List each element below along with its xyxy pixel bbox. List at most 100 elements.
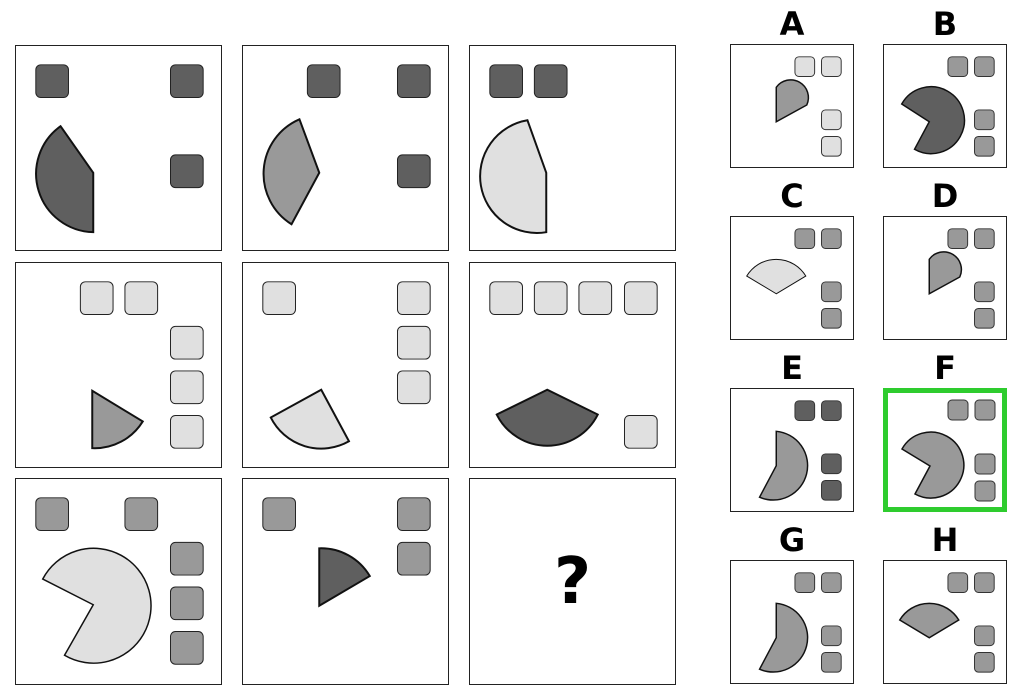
- option-figure: [775, 56, 842, 157]
- square-shape: [974, 109, 995, 131]
- option-a[interactable]: [730, 44, 854, 168]
- sector-shape: [91, 388, 145, 450]
- square-shape: [974, 136, 995, 157]
- square-shape: [974, 281, 995, 303]
- cell-figure: [479, 64, 568, 234]
- square-shape: [947, 399, 969, 421]
- option-figure: [900, 56, 995, 157]
- sector-shape: [262, 117, 321, 226]
- square-shape: [306, 64, 341, 98]
- square-shape: [974, 652, 995, 673]
- sector-shape: [775, 79, 810, 123]
- cell-figure: [262, 64, 431, 226]
- square-shape: [821, 400, 842, 421]
- square-shape: [169, 325, 204, 360]
- pacman-shape: [41, 547, 152, 664]
- square-shape: [947, 572, 969, 593]
- square-shape: [821, 572, 842, 593]
- option-figure: [928, 228, 995, 329]
- square-shape: [533, 64, 568, 98]
- matrix-cell-r1c3: [469, 45, 676, 251]
- square-shape: [35, 64, 69, 98]
- matrix-cell-r2c2: [242, 262, 449, 468]
- square-shape: [169, 415, 204, 449]
- square-shape: [489, 64, 523, 98]
- square-shape: [169, 154, 204, 189]
- pacman-shape: [900, 86, 966, 155]
- square-shape: [169, 541, 204, 576]
- option-figure: [758, 400, 842, 501]
- square-shape: [821, 136, 842, 157]
- pacman-shape: [900, 431, 965, 499]
- square-shape: [169, 370, 204, 405]
- sector-shape: [758, 602, 809, 673]
- square-shape: [821, 652, 842, 673]
- sector-shape: [35, 124, 95, 234]
- option-f[interactable]: [883, 388, 1007, 512]
- option-h[interactable]: [883, 560, 1007, 684]
- square-shape: [623, 415, 658, 449]
- square-shape: [821, 308, 842, 329]
- square-shape: [947, 228, 969, 249]
- option-e[interactable]: [730, 388, 854, 512]
- square-shape: [947, 56, 969, 77]
- option-g[interactable]: [730, 560, 854, 684]
- option-c[interactable]: [730, 216, 854, 340]
- cell-figure: [489, 281, 658, 449]
- matrix-cell-r3c3-missing: ?: [469, 478, 676, 685]
- square-shape: [396, 497, 431, 531]
- square-shape: [396, 281, 431, 315]
- square-shape: [821, 228, 842, 249]
- square-shape: [794, 572, 816, 593]
- square-shape: [396, 325, 431, 360]
- cell-figure: [262, 281, 431, 450]
- square-shape: [396, 64, 431, 98]
- square-shape: [35, 497, 69, 531]
- matrix-cell-r2c3: [469, 262, 676, 468]
- cell-figure: [262, 497, 431, 608]
- square-shape: [974, 572, 995, 593]
- sector-shape: [269, 388, 351, 450]
- option-figure: [898, 572, 995, 673]
- square-shape: [124, 281, 159, 315]
- sector-shape: [746, 258, 807, 295]
- square-shape: [578, 281, 613, 315]
- square-shape: [262, 281, 296, 315]
- sector-shape: [495, 388, 600, 447]
- square-shape: [396, 370, 431, 405]
- square-shape: [396, 154, 431, 189]
- square-shape: [974, 308, 995, 329]
- square-shape: [794, 56, 816, 77]
- option-label-d: D: [931, 177, 959, 215]
- sector-shape: [758, 430, 809, 501]
- square-shape: [821, 625, 842, 647]
- square-shape: [821, 480, 842, 501]
- cell-figure: [79, 281, 204, 450]
- square-shape: [794, 228, 816, 249]
- option-b[interactable]: [883, 44, 1007, 168]
- option-label-g: G: [778, 521, 806, 559]
- matrix-cell-r1c2: [242, 45, 449, 251]
- cell-figure: [35, 497, 204, 665]
- sector-shape: [898, 602, 960, 639]
- square-shape: [821, 109, 842, 131]
- cell-figure: [35, 64, 204, 234]
- square-shape: [974, 399, 996, 421]
- square-shape: [794, 400, 816, 421]
- option-label-e: E: [781, 349, 803, 387]
- sector-shape: [928, 251, 963, 295]
- square-shape: [974, 56, 995, 77]
- option-figure: [746, 228, 842, 329]
- matrix-cell-r2c1: [15, 262, 222, 468]
- option-label-f: F: [934, 349, 956, 387]
- square-shape: [974, 453, 996, 475]
- option-figure: [900, 399, 996, 502]
- square-shape: [169, 64, 204, 98]
- option-label-a: A: [779, 5, 805, 43]
- square-shape: [623, 281, 658, 315]
- square-shape: [169, 586, 204, 621]
- square-shape: [821, 56, 842, 77]
- option-d[interactable]: [883, 216, 1007, 340]
- square-shape: [974, 625, 995, 647]
- matrix-cell-r3c1: [15, 478, 222, 685]
